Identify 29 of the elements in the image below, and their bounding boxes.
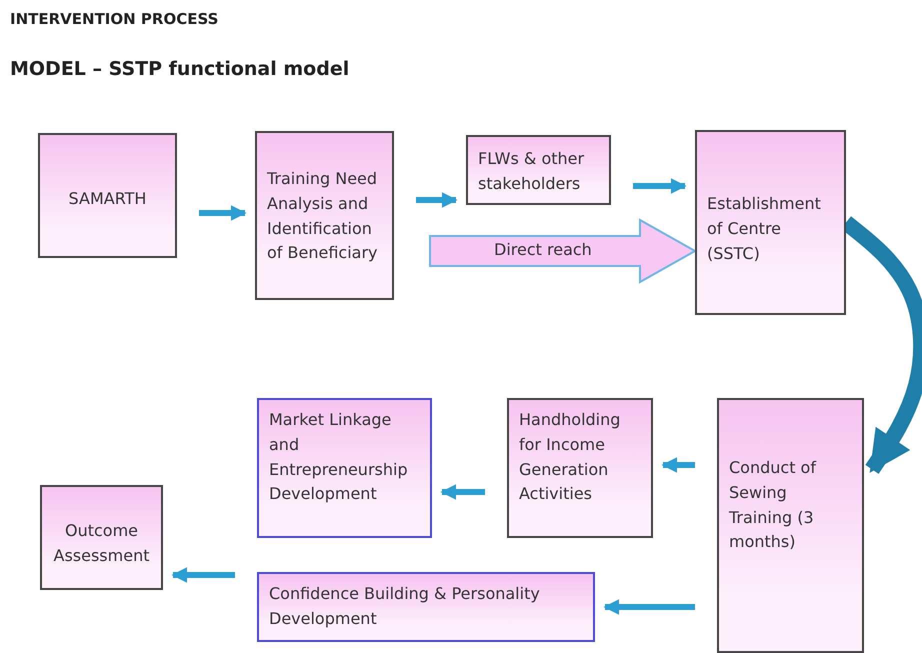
process-box <box>40 485 163 590</box>
box-text: Establishment of Centre (SSTC) <box>707 193 822 265</box>
process-box <box>507 398 653 538</box>
box-text: Confidence Building & Personality Development <box>269 583 541 630</box>
arrow <box>440 484 485 500</box>
process-box <box>257 572 595 642</box>
process-box <box>466 135 611 205</box>
process-box <box>255 131 394 300</box>
box-text: Handholding for Income Generation Activities <box>519 409 622 506</box>
heading: INTERVENTION PROCESS <box>10 10 218 28</box>
box-text: SAMARTH <box>68 188 148 210</box>
edge-label: Direct reach <box>494 240 592 259</box>
block-arrow <box>429 218 698 284</box>
box-text: Conduct of Sewing Training (3 months) <box>729 457 818 554</box>
arrow <box>199 205 247 221</box>
arrow <box>661 457 695 473</box>
title: MODEL – SSTP functional model <box>10 58 350 80</box>
box-text: FLWs & other stakeholders <box>478 148 586 195</box>
arrow <box>171 567 235 583</box>
process-box <box>695 130 846 315</box>
box-text: Market Linkage and Entrepreneurship Development <box>269 409 409 506</box>
process-box <box>257 398 432 538</box>
arrow <box>603 599 695 615</box>
box-text: Outcome Assessment <box>52 520 150 567</box>
arrow <box>416 192 458 208</box>
process-box <box>38 133 177 258</box>
box-text: Training Need Analysis and Identification of Beneficiary <box>267 168 378 264</box>
process-box <box>717 398 864 653</box>
arrow <box>633 178 687 194</box>
